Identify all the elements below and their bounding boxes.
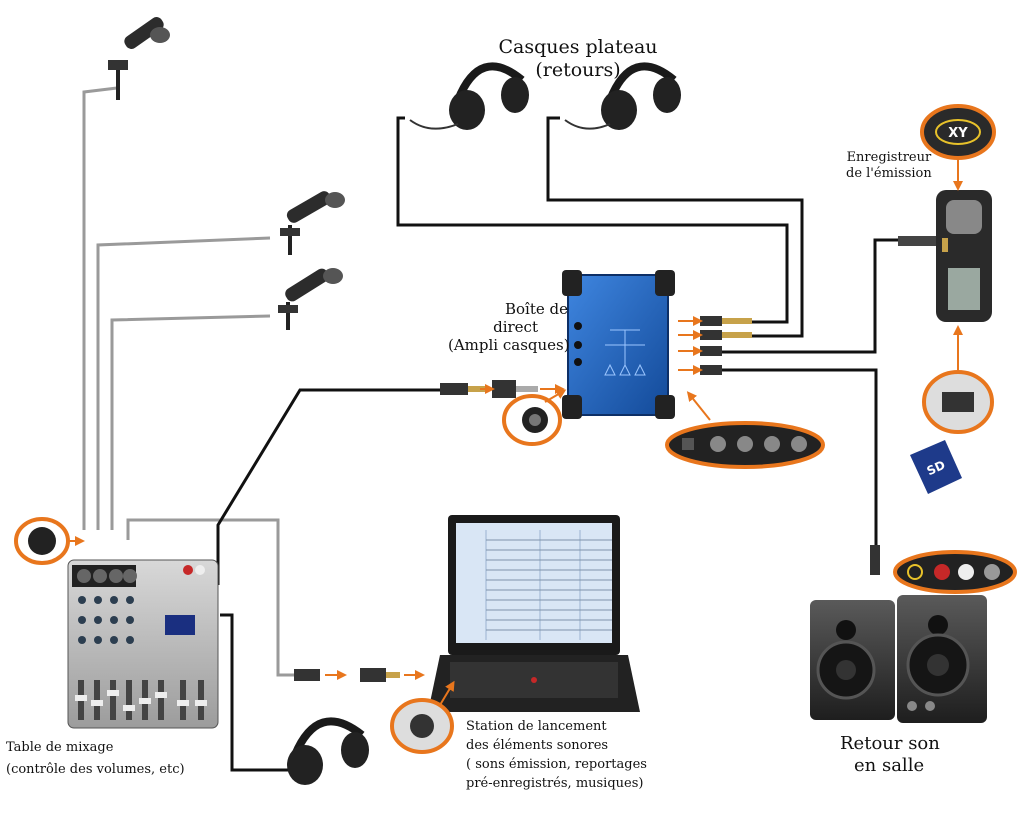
recorder-xy-badge: XY: [948, 126, 968, 141]
cable-mic-2: [96, 236, 271, 530]
cable-mic-1: [82, 86, 118, 530]
di-box-plugs: [678, 316, 752, 375]
label-mixer-line1: Table de mixage: [6, 740, 114, 755]
cable-mixer-hp: [220, 613, 290, 772]
direct-box: [562, 270, 675, 419]
grey-cables: [82, 86, 300, 677]
microphone-3: [278, 268, 343, 330]
laptop: [428, 515, 640, 712]
headphones-1: [409, 62, 529, 130]
label-direct-box-line2: direct: [493, 318, 538, 336]
cable-mixer-to-box: [216, 388, 440, 585]
label-laptop-line1: Station de lancement: [466, 719, 607, 734]
label-mixer-line2: (contrôle des volumes, etc): [6, 761, 185, 777]
cable-laptop: [126, 518, 300, 677]
label-recorder-line2: de l'émission: [846, 165, 932, 181]
microphone-2: [280, 191, 345, 255]
cable-mic-3: [110, 314, 271, 530]
label-direct-box-line1: Boîte de: [504, 300, 568, 318]
speaker-inputs-callout: [870, 545, 1017, 594]
cable-hp2: [546, 116, 804, 338]
label-laptop: Station de lancement des éléments sonore…: [466, 718, 647, 793]
label-monitors-line2: en salle: [854, 754, 925, 776]
label-recorder: Enregistreur de l'émission: [846, 150, 932, 181]
label-monitors: Retour son en salle: [840, 733, 940, 776]
cable-speakers: [722, 368, 878, 545]
recorder: [898, 190, 992, 322]
label-laptop-line2: des éléments sonores: [466, 737, 609, 753]
label-headphones-plateau-line2: (retours): [535, 58, 621, 81]
label-headphones-plateau: Casques plateau (retours): [488, 36, 668, 82]
black-cables: [216, 116, 920, 772]
label-direct-box: Boîte de direct (Ampli casques): [448, 300, 570, 354]
sd-card-text: SD: [925, 458, 948, 478]
speaker-left: [810, 600, 895, 720]
recorder-screen-callout: [922, 325, 994, 434]
speaker-right: [897, 595, 987, 723]
laptop-plugs: [294, 668, 425, 682]
label-monitors-line1: Retour son: [840, 733, 940, 754]
label-direct-box-line3: (Ampli casques): [448, 336, 570, 354]
label-mixer: Table de mixage (contrôle des volumes, e…: [6, 740, 185, 777]
mixing-desk: [67, 559, 219, 729]
recorder-xy-callout: XY: [920, 104, 996, 191]
cable-recorder: [722, 238, 920, 354]
cable-hp1: [396, 116, 789, 324]
label-headphones-plateau-line1: Casques plateau: [498, 36, 658, 58]
headphones-3: [287, 717, 369, 785]
label-recorder-line1: Enregistreur: [846, 150, 932, 165]
sd-card: SD: [910, 440, 962, 494]
mixer-xlr-callout: [14, 517, 85, 565]
microphone-1: [108, 17, 170, 100]
di-input-plug: [440, 380, 565, 398]
label-laptop-line3: ( sons émission, reportages: [466, 756, 647, 772]
headphones-2: [564, 62, 681, 130]
label-laptop-line4: pré-enregistrés, musiques): [466, 775, 644, 791]
di-outputs-callout: [665, 391, 825, 469]
di-input-callout: [502, 389, 567, 446]
laptop-jack-callout: [390, 680, 455, 754]
